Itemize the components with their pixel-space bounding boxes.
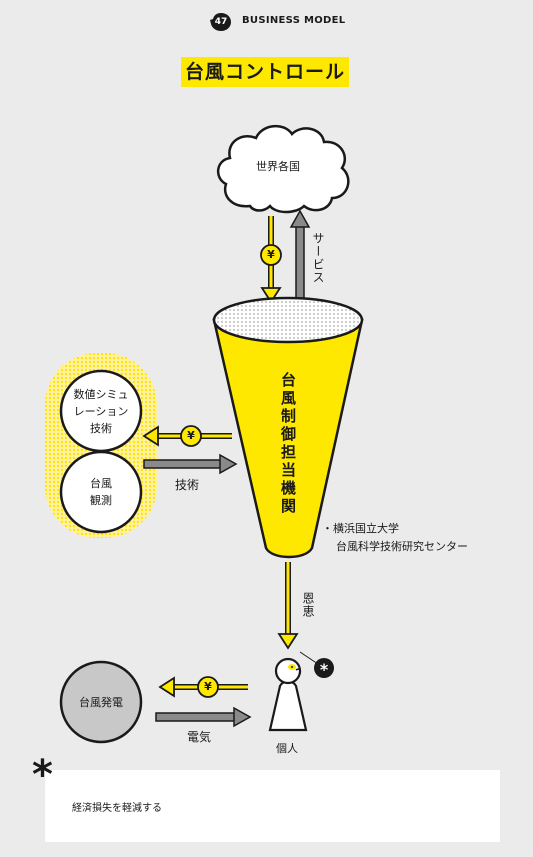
yen-icon: ¥ <box>187 429 195 442</box>
note-text: 経済損失を軽減する <box>72 803 162 814</box>
technology-label: 技術 <box>175 478 200 492</box>
technology-arrow <box>143 453 238 475</box>
world-label: 世界各国 <box>256 160 300 173</box>
simulation-label: 数値シミュ レーション 技術 <box>61 386 141 437</box>
page-number-badge: 47 <box>210 12 232 32</box>
badge-shape <box>210 13 231 31</box>
agency-funnel <box>212 296 364 559</box>
yen-flow-to-power <box>158 676 248 698</box>
institution-2: 台風科学技術研究センター <box>336 540 468 553</box>
yen-icon: ¥ <box>267 248 275 261</box>
world-cloud-shape <box>217 125 350 214</box>
yen-flow-down <box>260 216 282 304</box>
benefit-arrow <box>277 562 299 650</box>
service-arrow-up <box>289 209 311 306</box>
benefit-label: 恩恵 <box>301 592 315 618</box>
page-header: 47 BUSINESS MODEL <box>0 8 533 34</box>
institution-1: ・横浜国立大学 <box>322 522 399 535</box>
observation-label-line2: 観測 <box>90 494 112 507</box>
simulation-label-line2: レーション <box>73 405 129 418</box>
observation-circle <box>59 450 143 534</box>
service-label: サービス <box>311 232 325 284</box>
agency-label: 台風制御担当機関 <box>279 372 297 516</box>
institutions-list: ・横浜国立大学 台風科学技術研究センター <box>322 520 468 556</box>
section-label: BUSINESS MODEL <box>242 15 346 26</box>
page-title: 台風コントロール <box>181 57 350 87</box>
simulation-label-line1: 数値シミュ <box>73 388 129 401</box>
yen-icon: ¥ <box>204 680 212 693</box>
power-circle <box>59 660 143 744</box>
yen-flow-to-research <box>142 425 232 447</box>
observation-label: 台風 観測 <box>61 475 141 509</box>
observation-label-line1: 台風 <box>90 477 112 490</box>
individual-label: 個人 <box>276 742 298 755</box>
electricity-arrow <box>155 706 252 728</box>
power-label: 台風発電 <box>79 696 123 709</box>
individual-figure <box>268 657 308 732</box>
page-number: 47 <box>214 17 228 27</box>
note-marker-star: * <box>320 660 329 679</box>
note-asterisk: * <box>32 752 53 798</box>
note-marker-circle <box>314 658 334 678</box>
electricity-label: 電気 <box>187 730 212 744</box>
simulation-label-line3: 技術 <box>90 422 112 435</box>
note-box <box>45 770 500 842</box>
